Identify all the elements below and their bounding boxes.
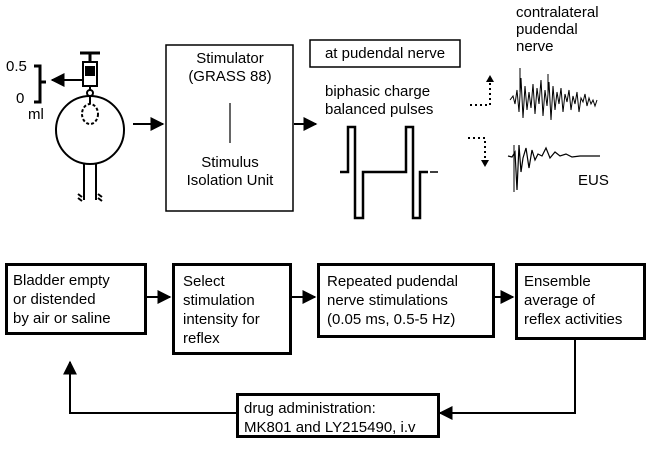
flow-step-intensity-text: Select stimulation intensity for reflex xyxy=(183,273,260,347)
volume-bracket xyxy=(34,64,46,104)
dotted-connector-nerve xyxy=(470,82,491,106)
pulse-label: biphasic charge balanced pulses xyxy=(325,83,434,118)
dotted-connector-eus xyxy=(468,137,486,160)
feedback-arrow-out xyxy=(63,360,236,414)
flow-step-average: Ensemble average of reflex activities xyxy=(515,263,646,340)
flow-step-drug: drug administration: MK801 and LY215490,… xyxy=(236,393,440,438)
bladder-icon xyxy=(55,95,125,202)
biphasic-pulse-waveform xyxy=(340,125,428,220)
eus-recording-trace xyxy=(507,144,600,191)
flow-step-bladder-text: Bladder empty or distended by air or sal… xyxy=(13,272,111,327)
flow-step-intensity: Select stimulation intensity for reflex xyxy=(172,263,292,355)
syringe-icon xyxy=(80,51,100,104)
isolation-unit-label: Stimulus Isolation Unit xyxy=(186,154,274,189)
scale-bottom-label: 0 xyxy=(16,90,25,107)
flow-step-bladder: Bladder empty or distended by air or sal… xyxy=(5,263,147,335)
nerve-trace-label: contralateral pudendal nerve xyxy=(516,4,599,55)
flow-step-drug-text: drug administration: MK801 and LY215490,… xyxy=(244,400,416,436)
flow-step-stimulation-text: Repeated pudendal nerve stimulations (0.… xyxy=(327,273,458,328)
site-label-box xyxy=(309,39,461,68)
scale-unit-label: ml xyxy=(28,106,44,123)
site-label: at pudendal nerve xyxy=(324,45,446,62)
nerve-recording-trace xyxy=(509,77,598,121)
scale-top-label: 0.5 xyxy=(6,58,27,75)
flow-step-stimulation: Repeated pudendal nerve stimulations (0.… xyxy=(317,263,495,338)
stimulator-title: Stimulator (GRASS 88) xyxy=(188,50,272,85)
eus-trace-label: EUS xyxy=(578,172,609,189)
feedback-arrow-in xyxy=(438,340,576,420)
flow-step-average-text: Ensemble average of reflex activities xyxy=(524,273,623,328)
